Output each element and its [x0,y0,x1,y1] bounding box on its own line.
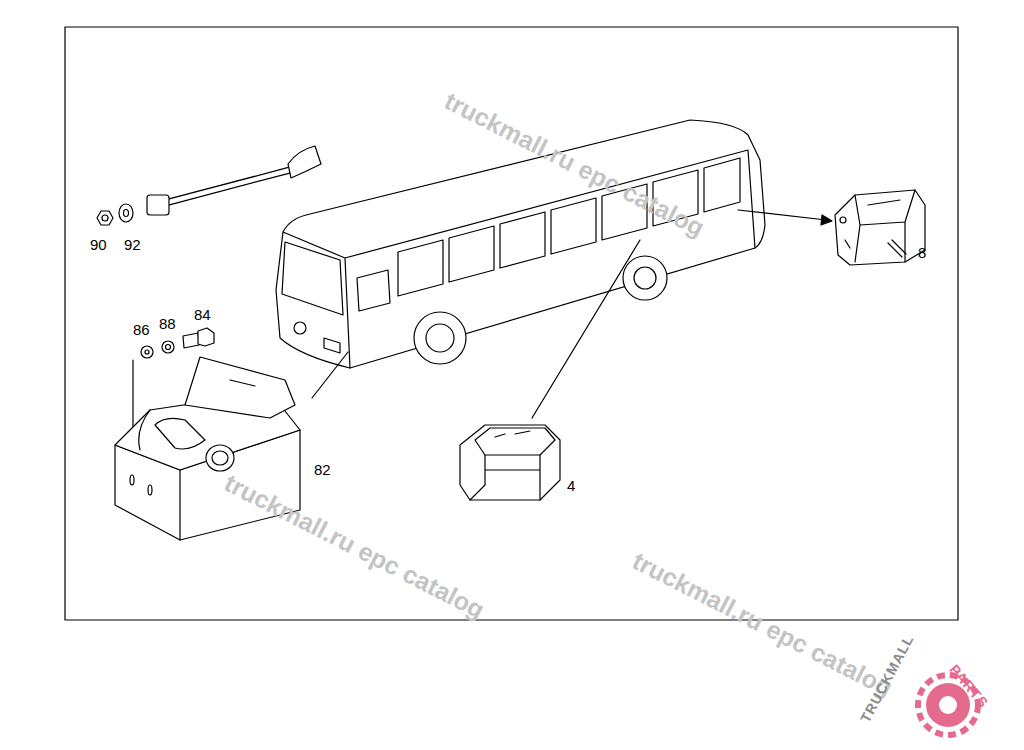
bus-headlight [324,338,340,353]
lock-washer [162,341,174,353]
bracket-slot [148,485,152,495]
washer [119,204,133,222]
rear-mount-stud [888,240,906,257]
logo-gear-hole [939,696,957,714]
rear-mount [835,190,925,265]
rear-mount-bolt [840,217,846,223]
callout-number: 82 [314,462,331,477]
callout-number: 4 [567,478,575,493]
bus-wheel [623,256,667,300]
bracket-slot [130,475,134,485]
cable [165,170,290,203]
washer [141,346,153,358]
bus-wheel-hub [634,267,656,289]
bus-edge [283,150,755,368]
callout-number: 84 [194,307,211,322]
callout-number: 88 [159,316,176,331]
nut-hole [102,215,108,221]
washer-hole [124,210,129,217]
bus-window [357,270,390,311]
bus-wheel-hub [426,324,454,352]
callout-number: 92 [124,237,141,252]
watermark: truckmall.ru epc catalog [221,470,489,623]
bracket-bush-hole [212,451,228,465]
leader-line [312,210,826,418]
bus-windshield [282,242,343,315]
washer-hole [166,345,171,350]
bracket-plate [185,357,295,418]
bolt-head [198,328,214,346]
callout-number: 86 [133,322,150,337]
callout-number: 90 [90,237,107,252]
cable-plug [147,195,169,215]
nut [97,211,113,225]
watermark: truckmall.ru epc catalog [629,548,897,701]
frame [65,27,958,620]
bus-wheel [414,312,466,364]
engine-mount-top [475,428,555,455]
rear-mount-edge [845,190,915,262]
bracket-bush [206,445,234,471]
bracket-edge [139,380,255,540]
bus-star [294,322,306,334]
callout-number: 8 [918,245,926,260]
cable-core [165,170,290,203]
bolt-shaft [183,333,199,348]
engine-mount-edge [470,431,540,500]
cable-boot [288,146,321,178]
leader-arrow [821,215,832,225]
engine-mount [460,425,560,500]
bus-body [276,120,765,368]
washer-hole [145,350,149,354]
bracket-roller [155,418,205,449]
